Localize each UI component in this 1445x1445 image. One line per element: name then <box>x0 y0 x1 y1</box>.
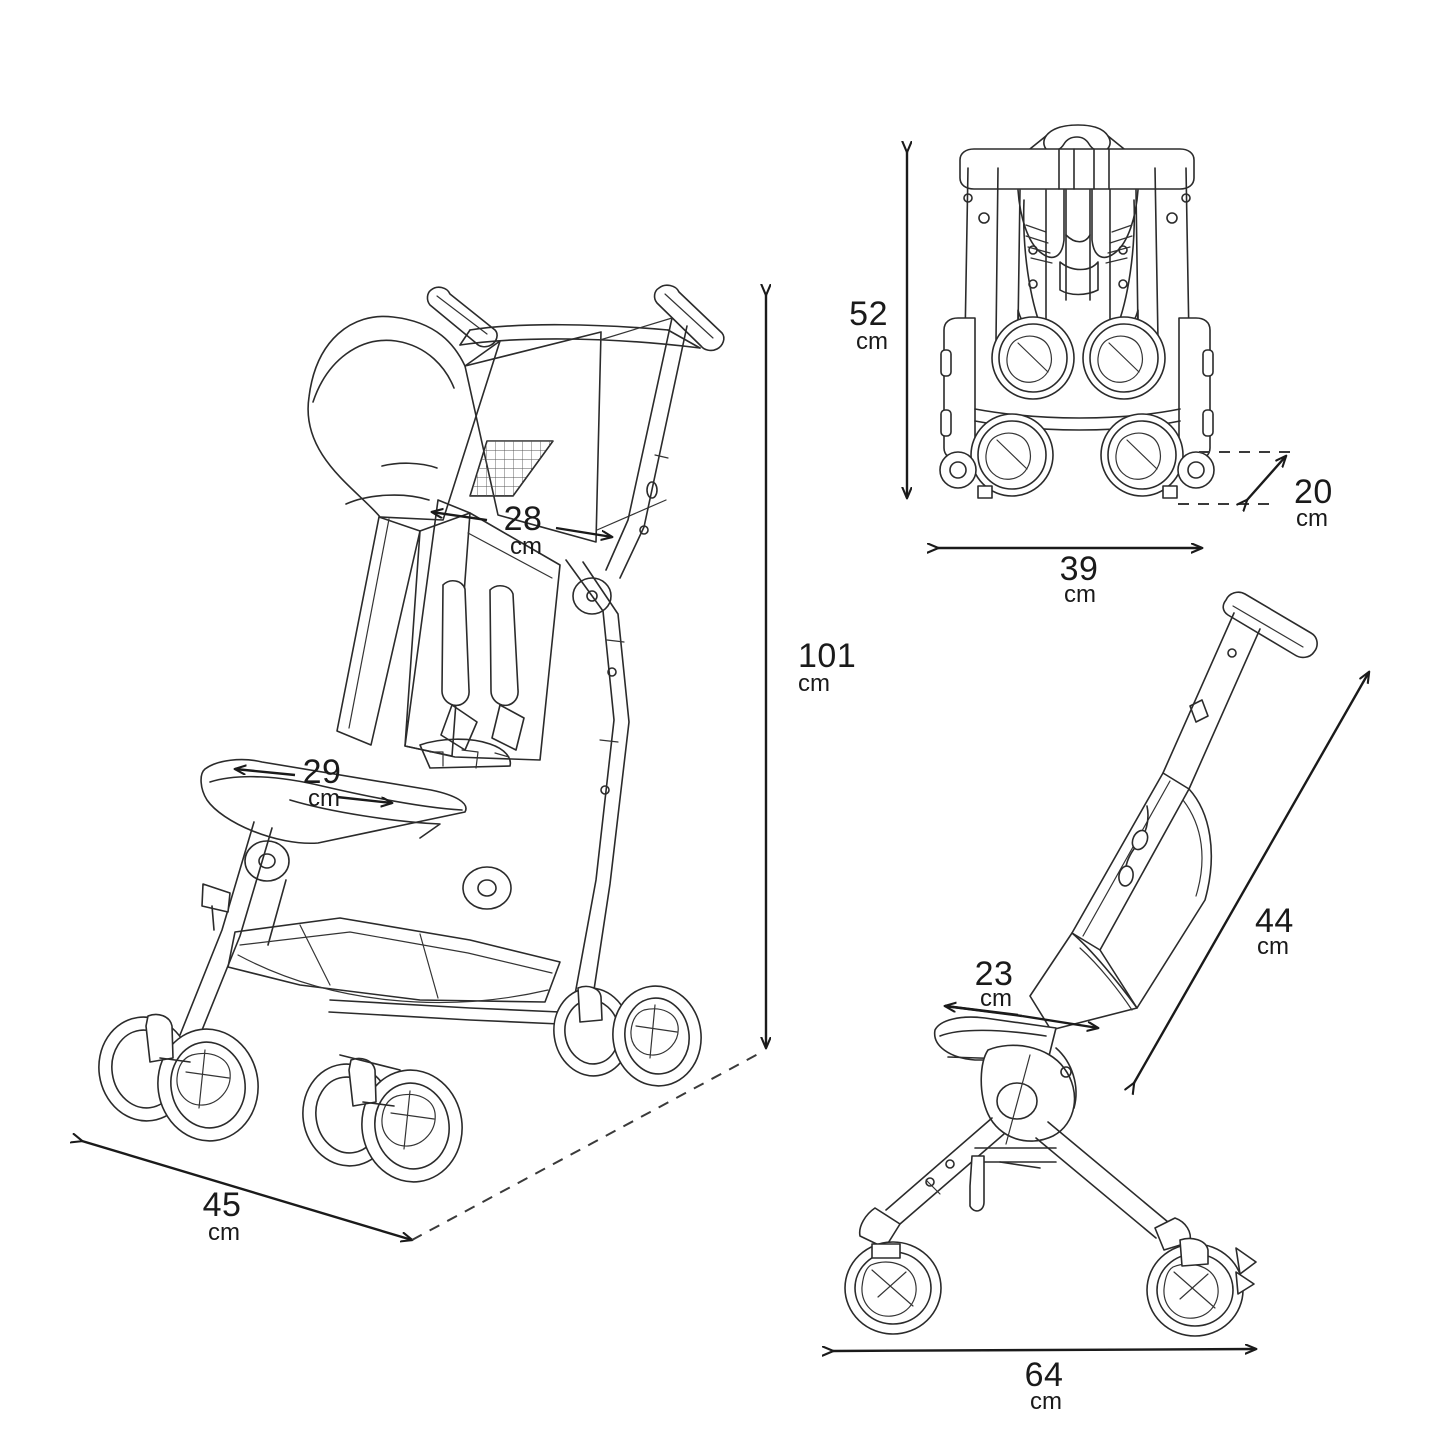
wheel-front-left-pair <box>98 1013 259 1142</box>
dimension-23cm-unit: cm <box>980 985 1012 1012</box>
dimension-39cm: 39 cm <box>938 548 1202 608</box>
dimension-44cm: 44 cm <box>1134 672 1369 1083</box>
brake-pedal <box>201 883 231 931</box>
dimension-23cm: 23 cm <box>945 955 1098 1028</box>
side-handle-grip <box>1222 591 1318 659</box>
dimension-101cm-unit: cm <box>798 670 830 697</box>
folded-wheels-lower <box>939 413 1215 499</box>
side-brake-lever <box>969 1155 985 1212</box>
rear-axle-bar <box>328 999 561 1025</box>
side-wheel-rear <box>1146 1237 1257 1337</box>
folded-frame-rails <box>963 167 1191 341</box>
dimension-64cm-unit: cm <box>1030 1388 1062 1415</box>
dimension-44cm-value: 44 <box>1255 902 1294 940</box>
storage-basket <box>227 917 561 1004</box>
dimension-52cm-value: 52 <box>849 295 888 333</box>
dimension-64cm-value: 64 <box>1025 1356 1064 1394</box>
dimension-20cm-unit: cm <box>1296 505 1328 532</box>
frame-hinge-left <box>244 840 290 882</box>
wheel-rear-pair <box>553 985 702 1087</box>
view-folded-front: 52 cm 39 cm 20 cm <box>849 124 1333 608</box>
harness-shoulder-pad-left <box>441 580 470 707</box>
dimension-45cm-value: 45 <box>203 1186 242 1224</box>
dimension-44cm-unit: cm <box>1257 933 1289 960</box>
frame-right-rear-leg <box>565 559 630 1004</box>
dimension-39cm-unit: cm <box>1064 581 1096 608</box>
folded-top-bar <box>959 148 1195 190</box>
handlebar-left-grip <box>426 286 498 348</box>
dimension-23cm-value: 23 <box>975 955 1014 993</box>
frame-left-front-leg <box>179 821 287 1041</box>
dimension-28cm-unit: cm <box>510 533 542 560</box>
side-cross-bar <box>974 1147 1057 1169</box>
folded-wheels-upper <box>991 316 1166 400</box>
frame-hinge-center <box>462 866 512 910</box>
dimension-52cm-unit: cm <box>856 328 888 355</box>
side-main-hinge <box>980 1044 1077 1145</box>
dimension-64cm: 64 cm <box>833 1349 1256 1415</box>
view-open-three-quarter: 28 cm 29 cm 101 cm 45 cm <box>82 285 856 1246</box>
side-wheel-front <box>844 1241 942 1335</box>
dimension-45cm-unit: cm <box>208 1219 240 1246</box>
dimension-20cm: 20 cm <box>1178 451 1333 532</box>
folded-side-pad-right <box>1178 317 1214 461</box>
frame-right-handle-post <box>605 317 688 579</box>
dimension-52cm: 52 cm <box>849 152 907 498</box>
dimension-45cm: 45 cm <box>82 1052 761 1246</box>
view-open-side: 23 cm 44 cm 64 cm <box>833 591 1369 1415</box>
seat-backrest-fabric <box>404 512 561 761</box>
handlebar-right-grip <box>653 284 725 352</box>
dimension-28cm: 28 cm <box>432 500 612 560</box>
dimension-29cm-unit: cm <box>308 785 340 812</box>
seat-base-footrest <box>200 758 467 845</box>
dimension-39cm-value: 39 <box>1060 550 1099 588</box>
harness-buckle <box>419 704 525 769</box>
dimension-20cm-value: 20 <box>1294 473 1333 511</box>
folded-side-pad-left <box>940 317 976 461</box>
dimension-29cm: 29 cm <box>235 753 392 812</box>
canopy <box>307 315 501 521</box>
harness-shoulder-pad-right <box>489 585 519 707</box>
dimension-101cm: 101 cm <box>766 295 856 1048</box>
dimension-101cm-value: 101 <box>798 637 856 675</box>
dimension-29cm-value: 29 <box>303 753 342 791</box>
dimension-28cm-value: 28 <box>504 500 543 538</box>
